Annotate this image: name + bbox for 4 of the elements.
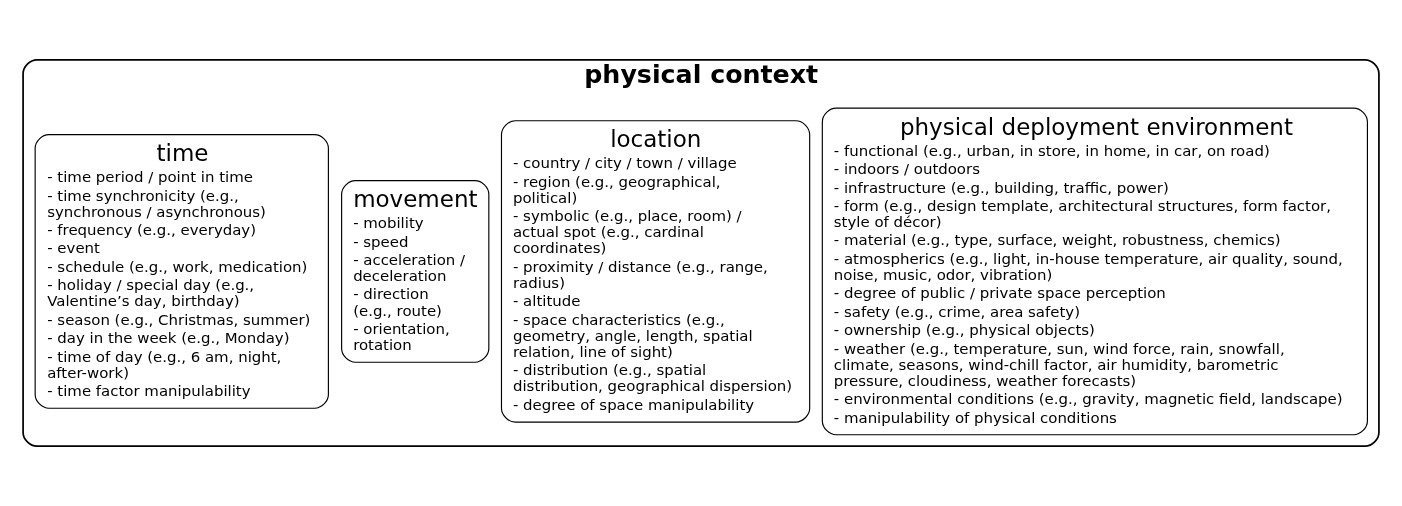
node-box: time - time period / point in time - time synchronicity (e.g., synchronous / asynchronous) - frequency (e.g., everyday) - event - schedule (e.g., work, medication) - holiday / special day (e.g., Valentine’s day, birthday) - season (e.g., Christmas, summer) - day in the week (e.g., Monday) - time of day (e.g., 6 am, night, after-work) - time factor manipulability	[34, 133, 329, 409]
node-box: location - country / city / town / village - region (e.g., geographical, political) - symbolic (e.g., place, room) / actual spot (e.g., cardinal coordinates) - proximity / distance (e.g., range, radius) - altitude - space characteristics (e.g., geometry, angle, length, spatial relation, line of sight) - distribution (e.g., spatial distribution, geographical dispersion) - degree of space manipulability	[500, 120, 811, 423]
node-box: movement - mobility - speed - acceleration / deceleration - direction (e.g., route) - orientation, rotation	[341, 179, 490, 363]
node-box: physical deployment environment - functional (e.g., urban, in store, in home, in car, on road) - indoors / outdoors - infrastructure (e.g., building, traffic, power) - form (e.g., design template, architectural structures, form factor, style of décor) - material (e.g., type, surface, weight, robustness, chemics) - atmospherics (e.g., light, in-house temperature, air quality, sound, noise, music, odor, vibration) - degree of public / private space perception - safety (e.g., crime, area safety) - ownership (e.g., physical objects) - weather (e.g., temperature, sun, wind force, rain, snowfall, climate, seasons, wind-chill factor, air humidity, barometric pressure, cloudiness, weather forecasts) - environmental conditions (e.g., gravity, magnetic field, landscape) - manipulability of physical conditions	[821, 107, 1368, 436]
